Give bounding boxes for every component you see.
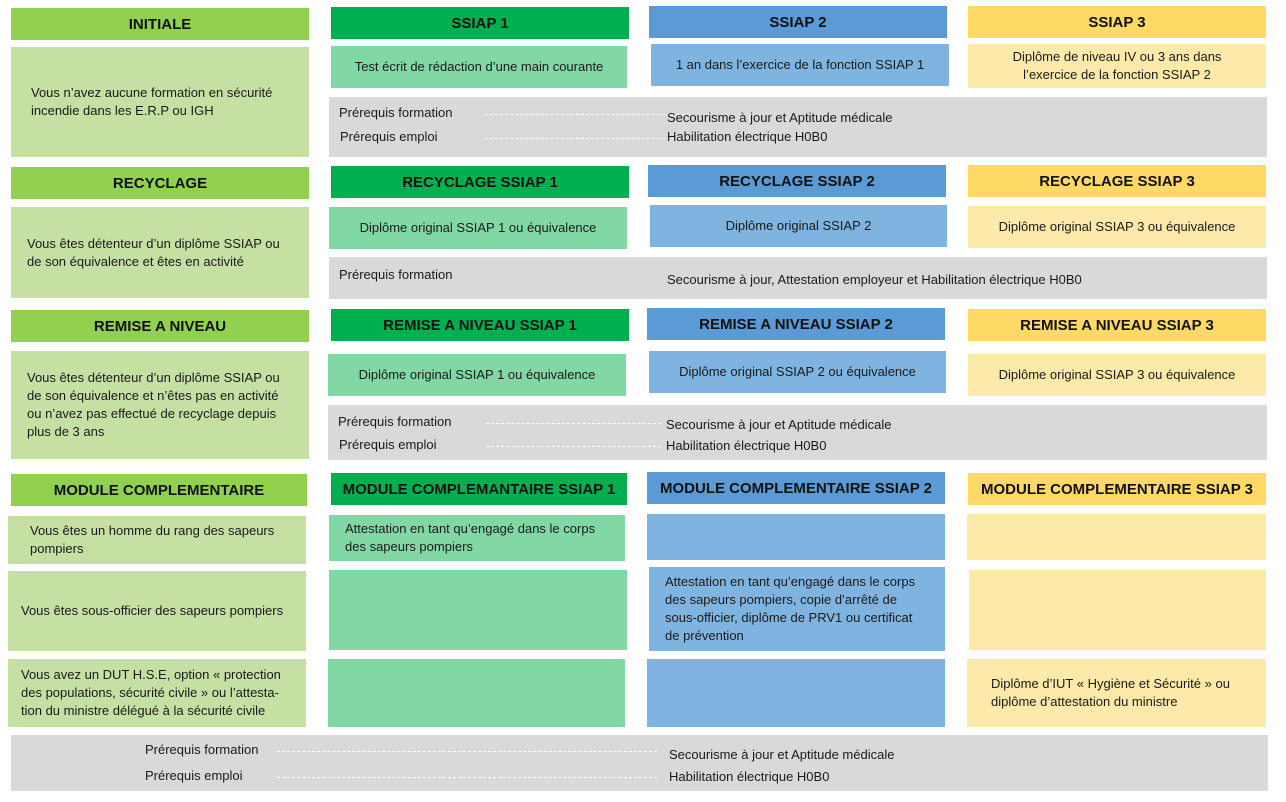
module-row3-ssiap2-cell <box>647 659 945 727</box>
recyclage-header: RECYCLAGE <box>11 167 309 199</box>
dashed-leader <box>486 423 661 424</box>
initiale-ssiap2-cell: 1 an dans l’exercice de la fonction SSIA… <box>651 44 949 86</box>
prereq-formation-label: Prérequis formation <box>145 742 259 757</box>
prereq-formation-value: Secourisme à jour et Aptitude médicale <box>666 417 892 432</box>
dashed-leader <box>277 751 657 752</box>
initiale-prereq-emploi-row: Prérequis emploi <box>340 129 685 144</box>
recyclage-prereq-band: Prérequis formation Secourisme à jour, A… <box>329 257 1267 299</box>
module-row2-ssiap2-cell: Attestation en tant qu’engagé dans le co… <box>649 567 945 651</box>
dashed-leader <box>485 114 685 115</box>
remise-ssiap2-header: REMISE A NIVEAU SSIAP 2 <box>647 308 945 340</box>
dashed-leader <box>277 777 657 778</box>
module-prereq-formation-row: Prérequis formation <box>145 742 657 757</box>
remise-ssiap3-cell: Diplôme original SSIAP 3 ou équivalence <box>968 354 1266 396</box>
module-row2-ssiap1-cell <box>329 570 627 650</box>
initiale-ssiap1-header: SSIAP 1 <box>331 7 629 39</box>
prereq-formation-label: Prérequis formation <box>339 267 453 282</box>
recyclage-ssiap2-cell: Diplôme original SSIAP 2 <box>650 205 947 247</box>
initiale-header: INITIALE <box>11 8 309 40</box>
prereq-formation-value: Secourisme à jour, Attestation employeur… <box>667 272 1082 287</box>
recyclage-ssiap2-header: RECYCLAGE SSIAP 2 <box>648 165 946 197</box>
recyclage-ssiap1-header: RECYCLAGE SSIAP 1 <box>331 166 629 198</box>
recyclage-ssiap1-cell: Diplôme original SSIAP 1 ou équivalence <box>329 207 627 249</box>
prereq-formation-value: Secourisme à jour et Aptitude médicale <box>669 747 895 762</box>
prereq-emploi-value: Habilitation électrique H0B0 <box>669 769 830 784</box>
remise-description: Vous êtes détenteur d’un diplôme SSIAP o… <box>11 351 309 459</box>
module-header: MODULE COMPLEMENTAIRE <box>11 474 307 506</box>
prereq-formation-label: Prérequis formation <box>339 105 453 120</box>
module-row1-ssiap2-cell <box>647 514 945 560</box>
prereq-emploi-label: Prérequis emploi <box>340 129 438 144</box>
recyclage-ssiap3-header: RECYCLAGE SSIAP 3 <box>968 165 1266 197</box>
module-ssiap1-header: MODULE COMPLEMANTAIRE SSIAP 1 <box>331 473 627 505</box>
remise-ssiap3-header: REMISE A NIVEAU SSIAP 3 <box>968 309 1266 341</box>
module-row3-ssiap1-cell <box>328 659 625 727</box>
prereq-emploi-label: Prérequis emploi <box>339 437 437 452</box>
module-row1-description: Vous êtes un homme du rang des sapeurs p… <box>8 516 306 564</box>
module-row1-ssiap1-cell: Attestation en tant qu’engagé dans le co… <box>329 515 625 561</box>
module-prereq-band: Prérequis formation Prérequis emploi Sec… <box>11 735 1268 791</box>
remise-ssiap1-header: REMISE A NIVEAU SSIAP 1 <box>331 309 629 341</box>
prereq-emploi-value: Habilitation électrique H0B0 <box>666 438 827 453</box>
module-row3-description: Vous avez un DUT H.S.E, option « protect… <box>8 659 306 727</box>
recyclage-description: Vous êtes détenteur d’un diplôme SSIAP o… <box>11 207 309 298</box>
initiale-prereq-formation-row: Prérequis formation <box>339 105 685 120</box>
initiale-description: Vous n’avez aucune formation en sécurité… <box>11 47 309 157</box>
module-prereq-emploi-row: Prérequis emploi <box>145 768 657 783</box>
recyclage-prereq-formation-row: Prérequis formation <box>339 267 479 282</box>
module-row1-ssiap3-cell <box>967 514 1266 560</box>
prereq-formation-value: Secourisme à jour et Aptitude médicale <box>667 110 893 125</box>
remise-prereq-emploi-row: Prérequis emploi <box>339 437 661 452</box>
remise-prereq-formation-row: Prérequis formation <box>338 414 661 429</box>
initiale-prereq-band: Prérequis formation Prérequis emploi Sec… <box>329 97 1267 157</box>
dashed-leader <box>486 446 661 447</box>
initiale-ssiap3-cell: Diplôme de niveau IV ou 3 ans dans l’exe… <box>968 44 1266 88</box>
remise-prereq-band: Prérequis formation Prérequis emploi Sec… <box>328 405 1267 460</box>
module-row2-description: Vous êtes sous-officier des sapeurs pomp… <box>8 571 306 651</box>
remise-header: REMISE A NIVEAU <box>11 310 309 342</box>
prereq-emploi-value: Habilitation électrique H0B0 <box>667 129 828 144</box>
initiale-ssiap1-cell: Test écrit de rédaction d’une main coura… <box>331 46 627 88</box>
remise-ssiap2-cell: Diplôme original SSIAP 2 ou équivalence <box>649 351 946 393</box>
module-ssiap3-header: MODULE COMPLEMENTAIRE SSIAP 3 <box>968 473 1266 505</box>
initiale-ssiap3-header: SSIAP 3 <box>968 6 1266 38</box>
module-ssiap2-header: MODULE COMPLEMENTAIRE SSIAP 2 <box>647 472 945 504</box>
module-row3-ssiap3-cell: Diplôme d’IUT « Hygiène et Sécurité » ou… <box>967 659 1266 727</box>
initiale-ssiap2-header: SSIAP 2 <box>649 6 947 38</box>
prereq-emploi-label: Prérequis emploi <box>145 768 243 783</box>
module-row2-ssiap3-cell <box>969 570 1266 650</box>
dashed-leader <box>485 138 685 139</box>
prereq-formation-label: Prérequis formation <box>338 414 452 429</box>
recyclage-ssiap3-cell: Diplôme original SSIAP 3 ou équivalence <box>968 206 1266 248</box>
remise-ssiap1-cell: Diplôme original SSIAP 1 ou équivalence <box>328 354 626 396</box>
